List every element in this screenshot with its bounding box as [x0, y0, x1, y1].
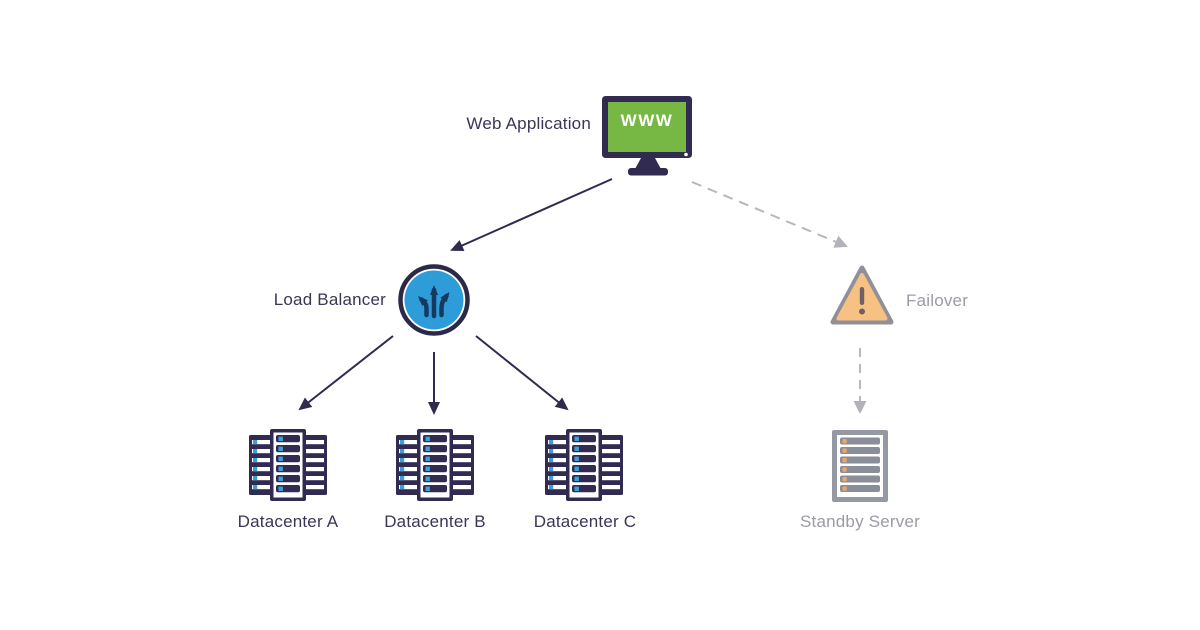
edge-webapp-to-failover: [691, 181, 848, 248]
server-rack-cluster-icon: [249, 429, 327, 501]
edge-loadbalancer-to-datacenter-a: [298, 335, 394, 411]
server-rack-cluster-icon: [396, 429, 474, 501]
load-balancer-label: Load Balancer: [273, 290, 386, 309]
standby-server-rack-icon: [832, 430, 888, 502]
server-rack-cluster-icon: [545, 429, 623, 501]
warning-triangle-icon: [830, 265, 894, 325]
standby-server-label: Standby Server: [800, 512, 920, 531]
datacenter-c-label: Datacenter C: [533, 512, 637, 531]
web-application-label: Web Application: [466, 114, 591, 133]
monitor-www-icon: [602, 96, 692, 176]
load-balancer-split-arrows-icon: [398, 264, 470, 336]
edge-loadbalancer-to-datacenter-c: [475, 335, 569, 411]
monitor-screen-text: www: [620, 111, 674, 130]
failover-label: Failover: [906, 291, 969, 310]
edge-webapp-to-loadbalancer: [450, 178, 613, 252]
datacenter-a-label: Datacenter A: [237, 512, 339, 531]
datacenter-b-label: Datacenter B: [384, 512, 486, 531]
